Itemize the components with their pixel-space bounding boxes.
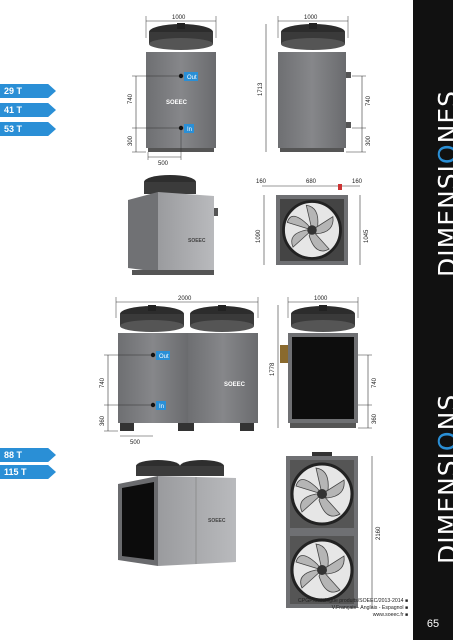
dim-total-height: 1713 bbox=[258, 82, 264, 96]
brand-label: SOEEC bbox=[166, 100, 188, 106]
unit-b-3d-render: SOEEC bbox=[118, 460, 236, 566]
dim-width: 2000 bbox=[178, 296, 192, 302]
footer-line: CPGP/Catalogue produits/SOEEC/2013-2014 bbox=[298, 598, 408, 604]
page-number: 65 bbox=[426, 618, 440, 630]
title-text-end: NS bbox=[433, 393, 453, 431]
sidebar bbox=[413, 0, 453, 640]
footer-line: www.soeec.fr bbox=[373, 612, 408, 618]
unit-b-top-view bbox=[286, 452, 373, 608]
unit-a-front-drawing: SOEEC bbox=[132, 16, 217, 160]
dim-top-height-right: 1045 bbox=[364, 229, 370, 243]
model-tag: 115 T bbox=[0, 465, 56, 479]
inlet-label: In bbox=[159, 404, 164, 410]
dim-width: 1000 bbox=[304, 15, 318, 21]
dimension-drawings: SOEEC 1000 Out In 740 300 500 1000 1713 … bbox=[100, 15, 382, 608]
model-tag: 41 T bbox=[0, 103, 56, 117]
dim-base: 500 bbox=[130, 440, 141, 446]
title-text-end: NES bbox=[433, 90, 453, 144]
dim-top-right: 160 bbox=[352, 179, 363, 185]
footer-line: V.Français - Anglais - Espagnol bbox=[332, 605, 408, 611]
section-title-bottom: DIMENSIONS bbox=[433, 394, 453, 564]
outlet-label: Out bbox=[159, 354, 169, 360]
dim-total-height: 1778 bbox=[270, 362, 276, 376]
unit-a-3d-render: SOEEC bbox=[128, 175, 218, 275]
title-text: DIMENSI bbox=[433, 164, 453, 277]
dim-base: 500 bbox=[158, 161, 169, 167]
svg-text:SOEEC: SOEEC bbox=[208, 518, 226, 524]
dim-height-upper: 740 bbox=[100, 377, 106, 388]
title-accent: O bbox=[433, 430, 453, 451]
dim-top-left: 160 bbox=[256, 179, 267, 185]
dim-height-lower: 300 bbox=[366, 135, 372, 146]
title-accent: O bbox=[433, 143, 453, 164]
dim-height-upper: 740 bbox=[366, 95, 372, 106]
dim-height-lower: 300 bbox=[128, 135, 134, 146]
svg-text:SOEEC: SOEEC bbox=[188, 238, 206, 244]
unit-a-top-view bbox=[262, 184, 361, 265]
dim-height-upper: 740 bbox=[128, 93, 134, 104]
unit-b-side-drawing bbox=[277, 297, 372, 429]
dim-height-upper: 740 bbox=[372, 377, 378, 388]
section-title-top: DIMENSIONES bbox=[433, 90, 453, 277]
model-tag: 53 T bbox=[0, 122, 56, 136]
model-tag: 29 T bbox=[0, 84, 56, 98]
dim-height-lower: 360 bbox=[372, 413, 378, 424]
inlet-label: In bbox=[187, 127, 192, 133]
unit-a-side-drawing bbox=[265, 16, 366, 153]
dim-height-lower: 360 bbox=[100, 415, 106, 426]
title-text: DIMENSI bbox=[433, 451, 453, 564]
model-tag: 88 T bbox=[0, 448, 56, 462]
unit-b-front-drawing: SOEEC bbox=[104, 297, 259, 437]
footer-info: CPGP/Catalogue produits/SOEEC/2013-2014 … bbox=[298, 598, 408, 619]
outlet-label: Out bbox=[187, 75, 197, 81]
svg-text:SOEEC: SOEEC bbox=[224, 382, 246, 388]
dim-top-mid: 680 bbox=[306, 179, 317, 185]
dim-top-height-left: 1090 bbox=[256, 229, 262, 243]
dim-total-height: 2160 bbox=[376, 526, 382, 540]
dim-width: 1000 bbox=[172, 15, 186, 21]
dim-width: 1000 bbox=[314, 296, 328, 302]
